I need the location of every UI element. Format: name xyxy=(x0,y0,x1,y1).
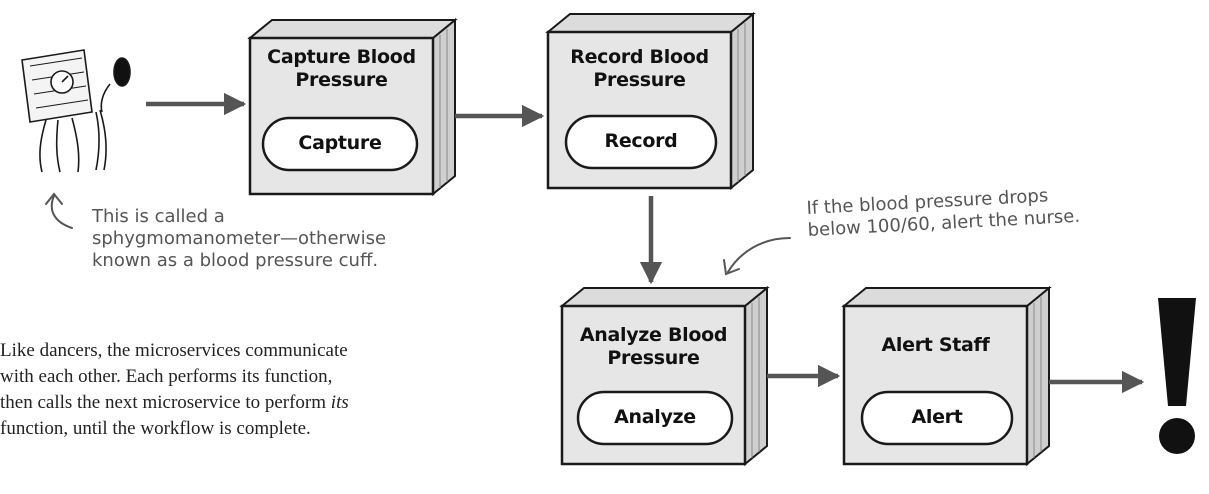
service-box-alert xyxy=(841,285,1052,467)
action-label-alert: Alert xyxy=(911,406,963,428)
action-label-capture: Capture xyxy=(298,132,382,154)
body-line-text: then calls the next microservice to perf… xyxy=(0,392,331,413)
box-title-line: Capture Blood xyxy=(267,46,416,68)
note-line: This is called a xyxy=(92,206,225,227)
service-box-analyze xyxy=(559,285,770,467)
box-title-line: Alert Staff xyxy=(881,334,990,356)
cuff-note-pointer xyxy=(45,192,73,229)
cuff-annotation: This is called a sphygmomanometer—otherw… xyxy=(92,206,386,272)
body-paragraph: Like dancers, the microservices communic… xyxy=(0,338,560,442)
box-title-record: Record Blood Pressure xyxy=(548,46,731,92)
note-line: sphygmomanometer—otherwise xyxy=(92,228,387,249)
service-box-record xyxy=(545,11,756,191)
threshold-note-pointer xyxy=(723,237,791,276)
body-line: Like dancers, the microservices communic… xyxy=(0,340,348,361)
note-line: known as a blood pressure cuff. xyxy=(92,250,379,271)
box-title-capture: Capture Blood Pressure xyxy=(250,46,433,92)
box-title-line: Pressure xyxy=(593,69,686,91)
body-line: with each other. Each performs its funct… xyxy=(0,366,333,387)
body-line: then calls the next microservice to perf… xyxy=(0,390,560,416)
action-pill-capture xyxy=(261,116,419,172)
action-pill-analyze xyxy=(576,390,734,446)
box-title-analyze: Analyze Blood Pressure xyxy=(562,324,745,370)
sphygmomanometer-icon xyxy=(21,49,131,173)
action-pill-alert xyxy=(860,390,1014,446)
body-line: function, until the workflow is complete… xyxy=(0,418,311,439)
box-title-line: Pressure xyxy=(607,347,700,369)
box-title-line: Pressure xyxy=(295,69,388,91)
action-pill-record xyxy=(564,114,718,170)
action-label-record: Record xyxy=(604,130,678,152)
box-title-line: Record Blood xyxy=(570,46,709,68)
box-title-alert: Alert Staff xyxy=(844,334,1027,357)
body-line-emphasis: its xyxy=(330,392,349,413)
action-label-analyze: Analyze xyxy=(614,406,696,428)
box-title-line: Analyze Blood xyxy=(579,324,728,346)
exclamation-icon xyxy=(1158,298,1196,454)
service-box-capture xyxy=(247,17,458,197)
